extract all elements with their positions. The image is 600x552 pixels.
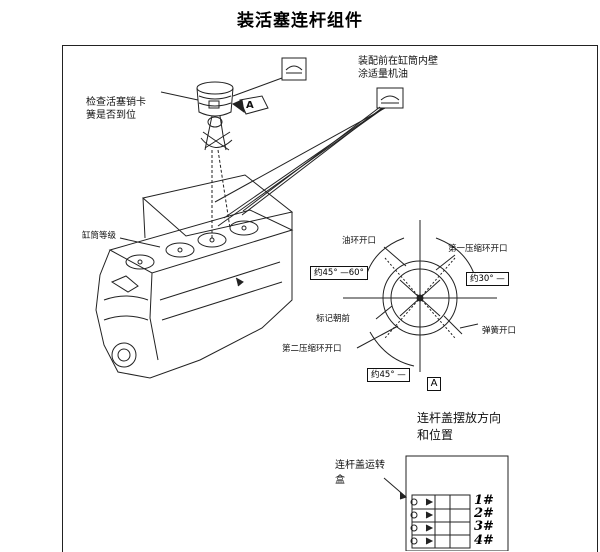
cap-number-1: 1# xyxy=(474,493,494,508)
oil-can-icon-2 xyxy=(376,87,404,109)
oil-before-install-label: 装配前在缸筒内壁 涂适量机油 xyxy=(358,56,438,80)
cap-box xyxy=(405,455,509,551)
view-a-tag: A xyxy=(427,377,441,391)
angle-45-box: 约45° — xyxy=(367,368,410,382)
arrow-a-label: A xyxy=(246,100,254,111)
piston-rod-assembly xyxy=(196,81,234,151)
second-ring-gap-label: 第二压缩环开口 xyxy=(282,344,342,354)
cap-number-3: 3# xyxy=(474,519,494,534)
oil-can-icon xyxy=(281,57,307,81)
cap-orientation-label: 连杆盖摆放方向 和位置 xyxy=(417,411,502,442)
ring-gap-diagram xyxy=(343,220,497,372)
angle-45-60-box: 约45° —60° xyxy=(310,266,368,280)
diagram-frame xyxy=(62,45,598,552)
page-title: 装活塞连杆组件 xyxy=(237,11,363,31)
spring-gap-label: 弹簧开口 xyxy=(482,326,517,336)
arrow-a-icon xyxy=(232,95,269,115)
cap-box-label: 连杆盖运转 盒 xyxy=(335,460,385,486)
engine-block xyxy=(95,209,294,379)
pin-clip-check-label: 检查活塞销卡 簧是否到位 xyxy=(86,97,146,121)
mark-forward-label: 标记朝前 xyxy=(316,314,351,324)
cap-number-4: 4# xyxy=(474,533,494,548)
angle-30-box: 约30° — xyxy=(466,272,509,286)
cylinder-grade-label: 缸筒等级 xyxy=(82,231,117,241)
first-ring-gap-label: 第一压缩环开口 xyxy=(448,244,508,254)
cap-number-2: 2# xyxy=(474,506,494,521)
oil-ring-gap-label: 油环开口 xyxy=(342,236,377,246)
